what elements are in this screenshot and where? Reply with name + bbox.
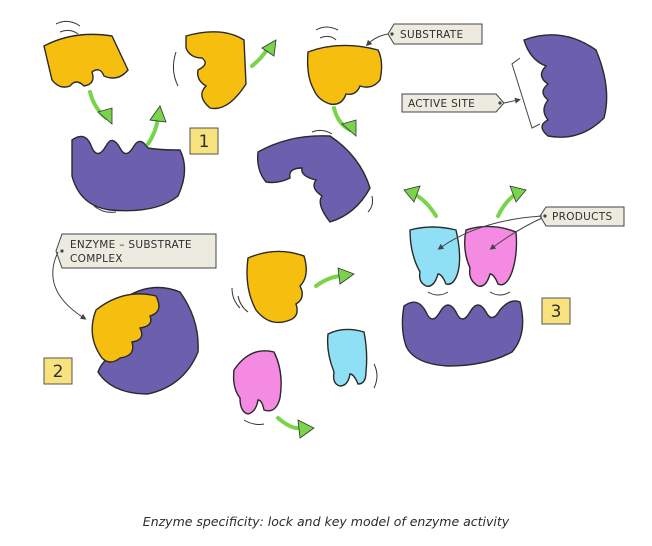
substrate-shape	[306, 44, 383, 105]
product-cyan-shape	[326, 328, 368, 387]
substrate-label: SUBSTRATE	[400, 29, 463, 41]
complex-pointer	[52, 251, 87, 320]
motion-lines	[55, 20, 81, 35]
motion-lines	[373, 363, 378, 389]
step-3-box	[541, 297, 571, 325]
product-pink-shape	[463, 225, 518, 287]
motion-lines	[243, 419, 265, 425]
active-site-bracket	[511, 57, 541, 129]
arrowhead	[261, 39, 277, 57]
step-2-number: 2	[53, 362, 64, 382]
active-site-pointer	[503, 97, 521, 104]
arrow-pink-up	[496, 192, 518, 218]
enzyme-shape	[523, 34, 608, 138]
substrate-shape	[246, 250, 307, 324]
products-pointer-pink	[489, 217, 543, 250]
products-pointer-cyan	[437, 215, 543, 250]
products-label: PRODUCTS	[552, 211, 613, 223]
motion-lines	[93, 205, 117, 213]
product-cyan-shape	[409, 226, 461, 287]
step-3-number: 3	[551, 302, 562, 322]
enzyme-shape	[71, 135, 186, 212]
motion-lines	[315, 26, 339, 41]
step-1-number: 1	[199, 132, 210, 152]
motion-lines	[172, 51, 179, 87]
products-tag	[539, 206, 625, 227]
step-2-box	[43, 357, 73, 385]
product-pink-shape	[232, 350, 282, 415]
active-site-label: ACTIVE SITE	[408, 98, 475, 110]
substrate-tag	[387, 23, 483, 45]
tag-hole	[390, 32, 394, 36]
arrowhead	[297, 419, 315, 439]
active-site-tag	[401, 93, 505, 113]
enzyme-shape	[256, 135, 371, 223]
arrowhead	[341, 119, 357, 137]
complex-label-line1: ENZYME – SUBSTRATE	[70, 239, 192, 251]
motion-lines	[231, 287, 249, 313]
motion-lines	[427, 291, 511, 296]
tag-hole	[498, 101, 502, 105]
motion-lines	[311, 129, 373, 213]
substrate-pointer	[365, 33, 389, 47]
complex-label-line2: COMPLEX	[70, 253, 123, 265]
arrowhead	[403, 185, 421, 203]
enzyme-shape	[401, 300, 524, 367]
arrowhead	[149, 105, 167, 123]
arrowhead	[337, 267, 355, 285]
arrowhead	[509, 185, 527, 203]
substrate-shape	[43, 33, 129, 88]
arrow-enzyme-release	[146, 116, 160, 146]
arrow-cyan-up	[412, 192, 438, 218]
substrate-shape	[185, 31, 247, 110]
complex-tag	[55, 233, 217, 269]
tag-hole	[60, 249, 64, 253]
tag-hole	[543, 214, 547, 218]
figure-caption: Enzyme specificity: lock and key model o…	[142, 514, 510, 529]
arrowhead	[97, 107, 113, 125]
arrow-product-release	[314, 274, 344, 288]
substrate-shape	[91, 293, 160, 363]
step-1-box	[189, 127, 219, 155]
